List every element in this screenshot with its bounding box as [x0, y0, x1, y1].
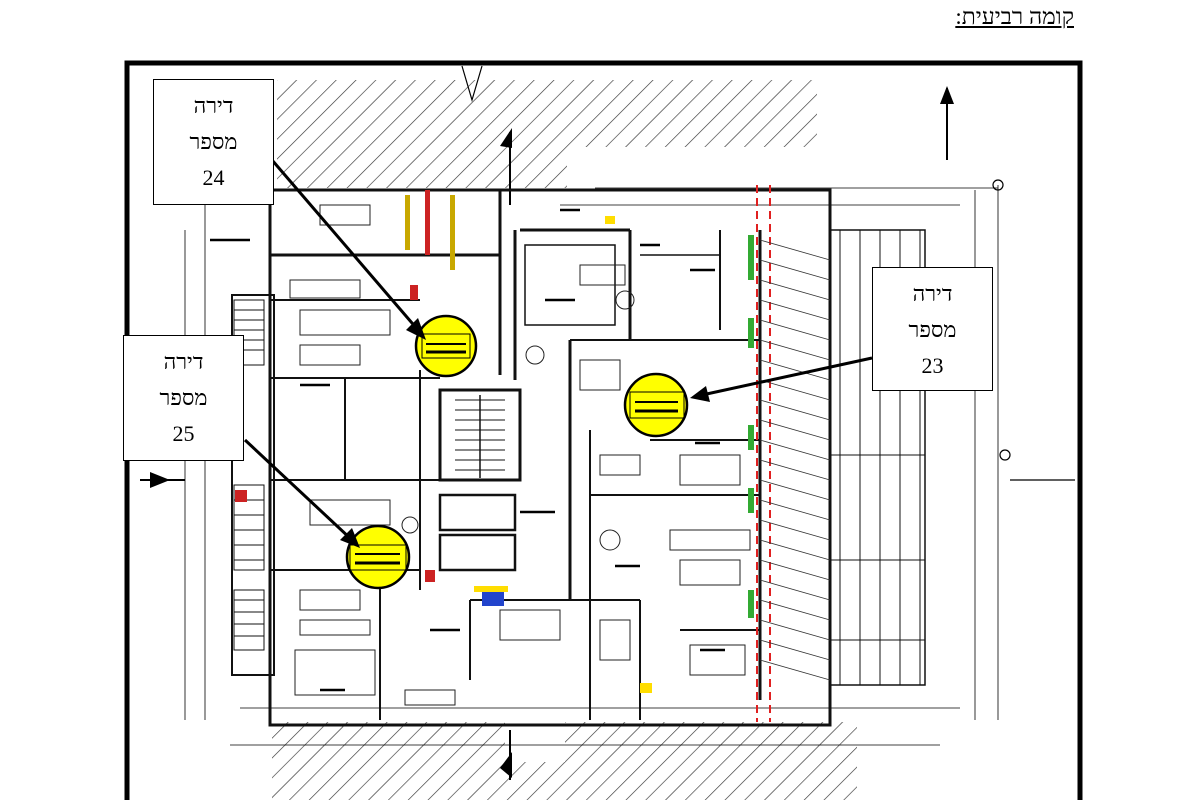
- leader-arrow-25: [243, 438, 360, 548]
- furniture: [289, 204, 751, 706]
- page-title: קומה רביעית:: [955, 4, 1074, 29]
- callout-line1: דירה: [193, 93, 234, 118]
- callout-number: 25: [172, 421, 195, 446]
- leader-arrow-23: [690, 356, 873, 402]
- railing: [759, 239, 831, 681]
- highlight-marker-23: [623, 372, 689, 438]
- highlight-marker-24: [414, 314, 478, 378]
- interior-walls: [270, 190, 762, 720]
- callout-number: 24: [202, 165, 225, 190]
- callout-line2: מספר: [908, 317, 957, 342]
- dimension-lines: [184, 185, 999, 746]
- building-outline: [231, 188, 926, 727]
- north-arrow-icon: [940, 86, 954, 160]
- annotation-marks: [210, 208, 725, 692]
- stair-core: [438, 244, 616, 572]
- hatched-areas: [272, 80, 857, 800]
- callout-number: 23: [921, 353, 944, 378]
- callout-apartment-23: דירה מספר 23: [872, 267, 993, 391]
- callout-line1: דירה: [163, 349, 204, 374]
- property-line: [756, 185, 771, 722]
- callout-apartment-24: דירה מספר 24: [153, 79, 274, 205]
- leader-arrow-24: [270, 159, 426, 340]
- callout-line2: מספר: [159, 385, 208, 410]
- section-marker-right-icon: [992, 179, 1075, 481]
- callout-line2: מספר: [189, 129, 238, 154]
- callout-line1: דירה: [912, 281, 953, 306]
- colored-accents: [235, 190, 754, 693]
- callout-apartment-25: דירה מספר 25: [123, 335, 244, 461]
- highlight-marker-25: [345, 524, 411, 590]
- section-marker-icon: [140, 65, 512, 780]
